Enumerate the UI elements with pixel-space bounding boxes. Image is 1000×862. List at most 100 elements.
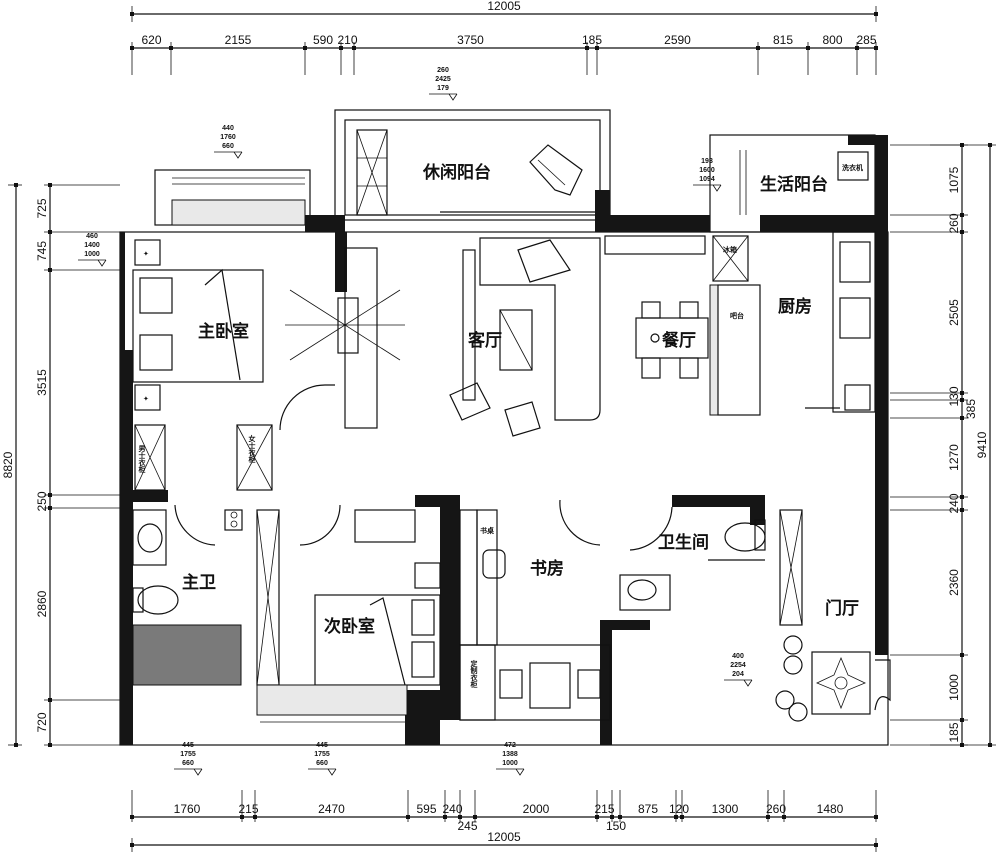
right-dim-tick-mark: [960, 398, 964, 402]
mens-wardrobe-label: 男士衣柜: [138, 445, 147, 474]
lamp-icon: ✦: [143, 395, 149, 403]
elevation-value: 193: [701, 158, 713, 165]
room-labels: 休闲阳台 生活阳台 主卧室 客厅 餐厅 厨房 主卫 次卧室 书房 卫生间 门厅: [182, 162, 859, 637]
top-total-dim-tick-mark: [874, 12, 878, 16]
right-dim-tick-mark: [960, 495, 964, 499]
bathroom: [619, 506, 803, 626]
left-total-dim-tick-mark: [14, 183, 18, 187]
right-dim-label: 385: [964, 399, 978, 419]
bottom-dim-tick-mark: [130, 815, 134, 819]
left-dim-tick-mark: [48, 743, 52, 747]
top-dim-label: 620: [141, 33, 161, 47]
elevation-triangle-icon: [174, 768, 203, 776]
bottom-dim-label: 595: [416, 802, 436, 816]
left-dim-label: 720: [35, 712, 49, 732]
room-label-leisure-balcony: 休闲阳台: [422, 162, 491, 183]
right-dim-tick-mark: [960, 416, 964, 420]
right-dim-tick-mark: [960, 213, 964, 217]
elevation-value: 460: [86, 233, 98, 240]
left-dim-label: 3515: [35, 369, 49, 396]
top-dim-tick-mark: [874, 46, 878, 50]
top-dim-tick-mark: [855, 46, 859, 50]
elevation-markers: 2602425179440176066046014001000193160010…: [78, 67, 753, 776]
right-dim-tick-mark: [960, 653, 964, 657]
bottom-dim-label: 215: [238, 802, 258, 816]
bottom-dim-tick-mark: [782, 815, 786, 819]
right-dim-label: 240: [947, 493, 961, 513]
right-dim-label: 1000: [947, 674, 961, 701]
bottom-dim-tick-mark: [674, 815, 678, 819]
bottom-dim-label: 245: [457, 819, 477, 833]
left-dim-label: 725: [35, 198, 49, 218]
elevation-triangle-icon: [78, 259, 107, 267]
left-dim-tick-mark: [48, 183, 52, 187]
left-total-dim-label: 8820: [1, 451, 15, 478]
left-dim-tick-mark: [48, 493, 52, 497]
room-label-bathroom: 卫生间: [658, 532, 709, 553]
top-dim-tick-mark: [756, 46, 760, 50]
top-dim-tick-mark: [303, 46, 307, 50]
left-total-dim-tick-mark: [14, 743, 18, 747]
elevation-triangle-icon: [496, 768, 525, 776]
left-dim-label: 2860: [35, 590, 49, 617]
bottom-dim-label: 2470: [318, 802, 345, 816]
bottom-dim-tick-mark: [240, 815, 244, 819]
leisure-balcony: [334, 109, 611, 221]
elevation-value: 2254: [730, 662, 746, 669]
left-dim-label: 250: [35, 491, 49, 511]
elevation-triangle-icon: [429, 93, 458, 101]
right-dim-tick-mark: [960, 508, 964, 512]
left-dim-tick-mark: [48, 268, 52, 272]
top-dim-label: 2590: [664, 33, 691, 47]
elevation-triangle-icon: [693, 184, 722, 192]
left-dim-tick-mark: [48, 698, 52, 702]
top-dim-label: 590: [313, 33, 333, 47]
room-label-living-room: 客厅: [467, 330, 502, 351]
elevation-triangle-icon: [724, 679, 753, 687]
elevation-value: 400: [732, 653, 744, 660]
lamp-icon: ✦: [143, 250, 149, 258]
elevation-value: 660: [222, 143, 234, 150]
top-dim-label: 800: [822, 33, 842, 47]
top-dim-tick-mark: [130, 46, 134, 50]
elevation-value: 440: [222, 125, 234, 132]
right-dim-label: 1270: [947, 444, 961, 471]
right-dim-tick-mark: [960, 718, 964, 722]
walls: [119, 135, 889, 746]
bottom-dim-label: 1300: [712, 802, 739, 816]
bar-label: 吧台: [730, 311, 744, 320]
bottom-dim-label: 150: [606, 819, 626, 833]
elevation-value: 1755: [180, 751, 196, 758]
second-bedroom: [256, 504, 441, 723]
top-dim-tick-mark: [595, 46, 599, 50]
living-room: [449, 237, 601, 437]
bottom-dim-label: 215: [594, 802, 614, 816]
bottom-dim-label: 2000: [523, 802, 550, 816]
right-dim-label: 2505: [947, 299, 961, 326]
right-dim-label: 130: [947, 386, 961, 406]
top-total-dim-label: 12005: [487, 0, 521, 13]
left-dim-tick-mark: [48, 506, 52, 510]
bottom-dim-tick-mark: [595, 815, 599, 819]
bottom-dim-label: 260: [766, 802, 786, 816]
bottom-dim-label: 875: [638, 802, 658, 816]
bottom-total-dim-label: 12005: [487, 830, 521, 844]
master-bath: [132, 504, 243, 686]
womens-wardrobe-label: 女士衣柜: [248, 434, 257, 464]
top-dim-tick-mark: [806, 46, 810, 50]
elevation-value: 445: [316, 742, 328, 749]
elevation-value: 1760: [220, 134, 236, 141]
top-dim-label: 2155: [225, 33, 252, 47]
right-dim-label: 1075: [947, 166, 961, 193]
elevation-marker: 440 1760 660: [214, 125, 243, 159]
elevation-value: 260: [437, 67, 449, 74]
desk-label: 书桌: [480, 526, 494, 535]
elevation-value: 660: [182, 760, 194, 767]
small-balcony: [154, 169, 311, 226]
elevation-value: 1600: [699, 167, 715, 174]
